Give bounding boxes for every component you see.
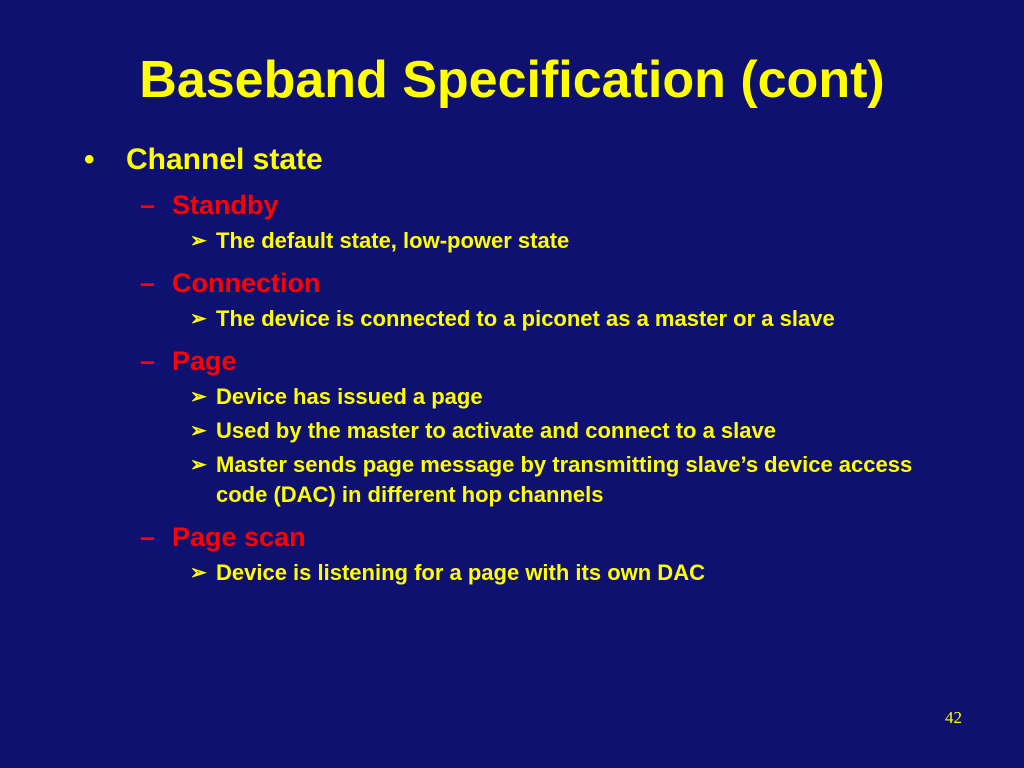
arrowhead-icon: ➢ [190,562,207,584]
list-item: ➢ The default state, low-power state [190,226,964,256]
en-dash-icon: – [140,346,156,376]
subheading: – Connection [140,266,964,300]
list-item-text: Master sends page message by transmittin… [216,452,913,507]
list-item-text: Device has issued a page [216,384,483,409]
en-dash-icon: – [140,268,156,298]
list-item: ➢ The device is connected to a piconet a… [190,304,964,334]
subheading-text: Connection [172,268,321,298]
subheading: – Standby [140,188,964,222]
subheading: – Page scan [140,520,964,554]
section-standby: – Standby ➢ The default state, low-power… [84,188,964,256]
list-item-text: The device is connected to a piconet as … [216,306,835,331]
section-page: – Page ➢ Device has issued a page ➢ Used… [84,344,964,510]
list-item-text: Used by the master to activate and conne… [216,418,776,443]
slide-content: • Channel state – Standby ➢ The default … [84,140,964,598]
en-dash-icon: – [140,190,156,220]
list-item-text: Device is listening for a page with its … [216,560,705,585]
list-item-text: The default state, low-power state [216,228,570,253]
section-connection: – Connection ➢ The device is connected t… [84,266,964,334]
bullet-text: Channel state [126,143,323,176]
section-page-scan: – Page scan ➢ Device is listening for a … [84,520,964,588]
list-item: ➢ Device has issued a page [190,382,964,412]
subheading: – Page [140,344,964,378]
arrowhead-icon: ➢ [190,230,207,252]
slide-title: Baseband Specification (cont) [139,51,885,109]
arrowhead-icon: ➢ [190,308,207,330]
bullet-dot-icon: • [84,143,95,176]
subheading-text: Standby [172,190,279,220]
list-item: ➢ Device is listening for a page with it… [190,558,964,588]
en-dash-icon: – [140,522,156,552]
page-number: 42 [945,708,962,727]
list-item: ➢ Master sends page message by transmitt… [190,450,964,510]
list-item: ➢ Used by the master to activate and con… [190,416,964,446]
arrowhead-icon: ➢ [190,454,207,476]
arrowhead-icon: ➢ [190,420,207,442]
subheading-text: Page scan [172,522,306,552]
bullet-channel-state: • Channel state [84,140,964,180]
subheading-text: Page [172,346,237,376]
arrowhead-icon: ➢ [190,386,207,408]
